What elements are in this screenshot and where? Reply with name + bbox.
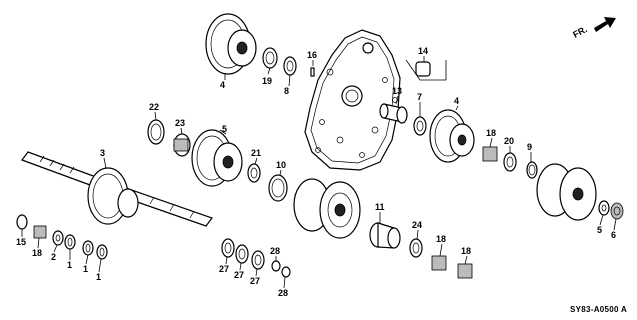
callout-26: 24: [412, 220, 422, 230]
diagram-code: SY83-A0500 A: [570, 305, 627, 314]
callout-16: 15: [16, 237, 26, 247]
callouts: 4 19 8 16 14 13 7 4 22 23 5 21 10 18 20 …: [16, 46, 616, 298]
callout-24: 22: [149, 102, 159, 112]
callout-13: 11: [375, 202, 385, 212]
hub-13: [369, 222, 401, 249]
callout-6: 4: [220, 80, 225, 90]
callout-25: 23: [175, 118, 185, 128]
callout-27b: 27: [234, 270, 244, 280]
bearing-18a: [431, 255, 447, 271]
sleeve-14: [379, 103, 408, 124]
callout-20: 18: [32, 248, 42, 258]
callout-1a: 1: [67, 260, 72, 270]
callout-27c: 27: [250, 276, 260, 286]
bearing-18b: [457, 263, 473, 279]
callout-28a: 28: [270, 246, 280, 256]
callout-4: 4: [454, 96, 459, 106]
callout-23: 21: [251, 148, 261, 158]
callout-19: 18: [486, 128, 496, 138]
washers: [16, 47, 624, 278]
callout-9: 7: [417, 92, 422, 102]
callout-28b: 28: [278, 288, 288, 298]
gear-6: [205, 13, 257, 75]
gear-5: [191, 129, 243, 187]
callout-18a: 18: [436, 234, 446, 244]
leader-lines: [21, 56, 617, 289]
callout-14: 13: [392, 86, 402, 96]
bearing-19: [482, 146, 498, 162]
front-arrow-icon: [594, 17, 616, 32]
gear-4: [429, 109, 475, 163]
callout-17: 16: [307, 50, 317, 60]
callout-10: 8: [284, 86, 289, 96]
callout-15: 14: [418, 46, 428, 56]
sleeve-15: [405, 59, 447, 81]
callout-1c: 1: [96, 272, 101, 282]
callout-21: 19: [262, 76, 272, 86]
front-direction-label: FR.: [571, 24, 588, 40]
transmission-housing: [304, 29, 401, 171]
mainshaft: [21, 151, 213, 227]
callout-8: 6: [611, 230, 616, 240]
clutch-drum-center: [293, 178, 361, 239]
bearing-25: [173, 133, 191, 157]
callout-18b: 18: [461, 246, 471, 256]
callout-7: 5: [597, 225, 602, 235]
callout-5: 5: [222, 124, 227, 134]
callout-1b: 1: [83, 264, 88, 274]
bearing-20: [33, 225, 47, 239]
callout-12: 10: [276, 160, 286, 170]
callout-11: 9: [527, 142, 532, 152]
callout-22: 20: [504, 136, 514, 146]
callout-27a: 27: [219, 264, 229, 274]
callout-2: 2: [51, 252, 56, 262]
clutch-drum-right: [536, 163, 597, 221]
callout-3: 3: [100, 148, 105, 158]
front-direction-indicator: FR.: [571, 17, 616, 40]
